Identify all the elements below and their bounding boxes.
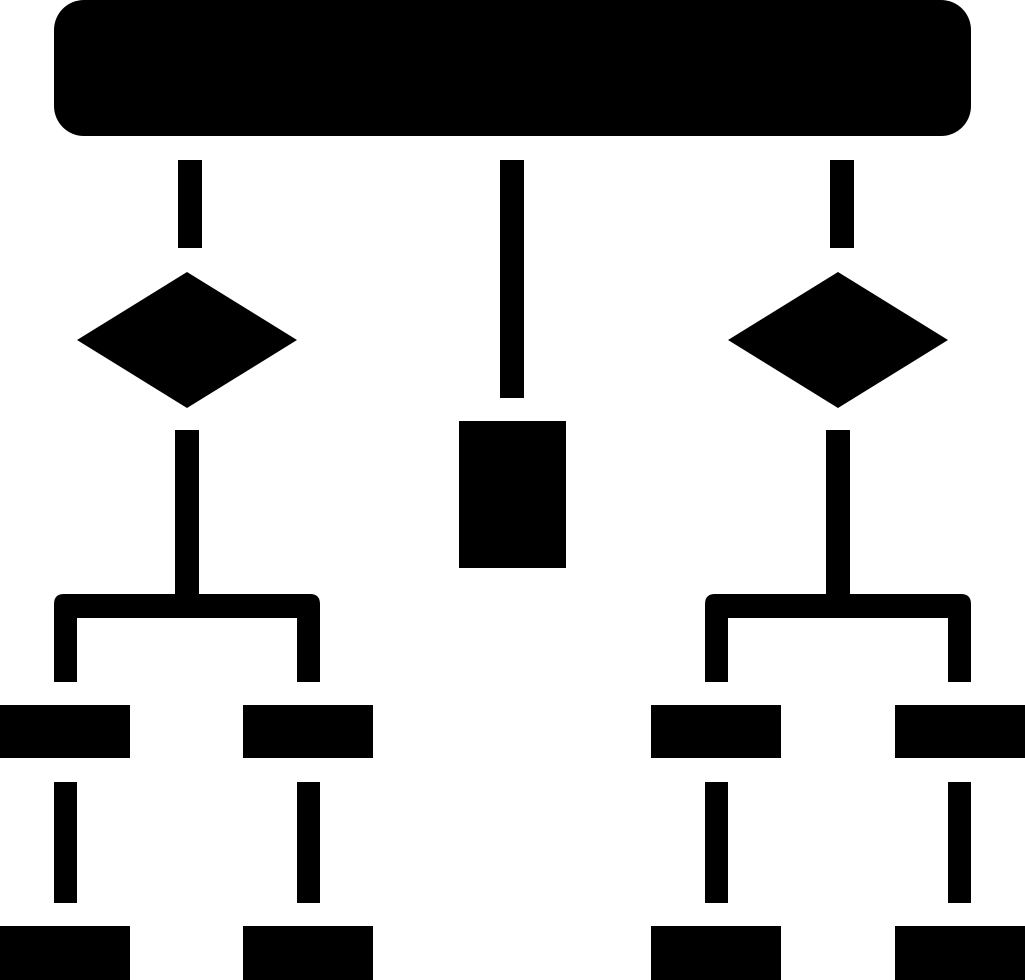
process-center-node [459, 421, 566, 568]
branch-bracket-right [705, 594, 971, 682]
connector-decision-right-down [826, 430, 850, 598]
decision-right-node [728, 272, 948, 408]
leaf-4-bottom-node [895, 926, 1025, 980]
leaf-1-bottom-node [0, 926, 130, 980]
connector-root-left [178, 160, 202, 248]
connector-leaf-4 [948, 782, 971, 903]
connector-leaf-3 [705, 782, 728, 903]
leaf-2-bottom-node [243, 926, 373, 980]
leaf-3-bottom-node [651, 926, 781, 980]
connector-root-right [830, 160, 854, 248]
leaf-3-top-node [651, 705, 781, 758]
connector-leaf-1 [54, 782, 77, 903]
connector-root-center [500, 160, 524, 398]
branch-bracket-left [54, 594, 320, 682]
connector-decision-left-down [175, 430, 199, 598]
leaf-1-top-node [0, 705, 130, 758]
decision-left-node [77, 272, 297, 408]
connector-leaf-2 [297, 782, 320, 903]
leaf-4-top-node [895, 705, 1025, 758]
leaf-2-top-node [243, 705, 373, 758]
root-node [54, 0, 971, 136]
